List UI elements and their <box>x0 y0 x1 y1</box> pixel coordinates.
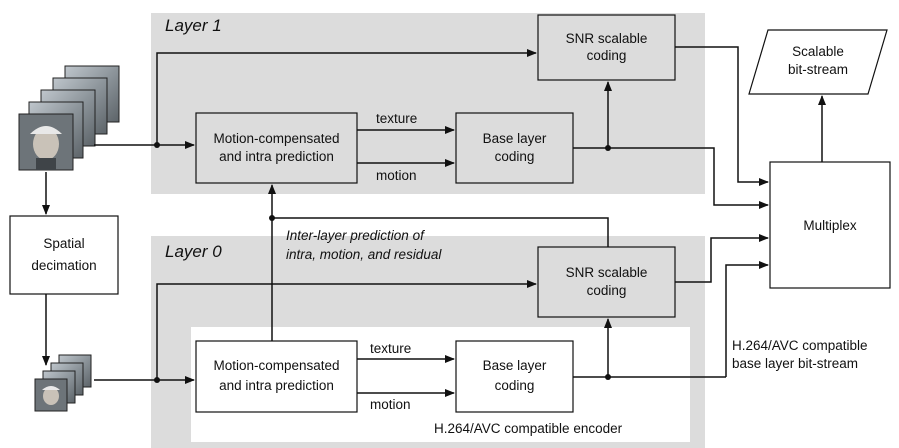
base0-label-line1: Base layer <box>482 358 547 373</box>
spatial-label-line2: decimation <box>31 258 97 273</box>
mcp1-label-line1: Motion-compensated <box>213 131 340 146</box>
h264-encoder-label: H.264/AVC compatible encoder <box>434 421 623 436</box>
snr1-label-line1: SNR scalable <box>565 31 648 46</box>
snr0-box <box>537 246 676 318</box>
snr1-box <box>537 14 676 81</box>
base0-label-line2: coding <box>494 378 535 393</box>
mcp1-label-line2: and intra prediction <box>219 149 334 164</box>
base1-box <box>455 112 574 184</box>
interlayer-label-line2: intra, motion, and residual <box>286 247 442 262</box>
bitstream-label-line2: bit-stream <box>787 62 848 77</box>
h264-stream-label-line1: H.264/AVC compatible <box>732 338 868 353</box>
motion0-label: motion <box>370 397 411 412</box>
texture1-label: texture <box>376 111 418 126</box>
texture0-label: texture <box>370 341 412 356</box>
multiplex-box <box>769 161 891 289</box>
base1-label-line1: Base layer <box>482 131 547 146</box>
motion1-label: motion <box>376 168 417 183</box>
spatial-label-line1: Spatial <box>43 236 85 251</box>
snr0-label-line1: SNR scalable <box>565 265 648 280</box>
mcp0-label-line2: and intra prediction <box>219 378 334 393</box>
interlayer-label-line1: Inter-layer prediction of <box>286 228 424 243</box>
snr0-label-line2: coding <box>586 283 627 298</box>
base0-box <box>455 340 574 413</box>
bitstream-shape <box>748 29 888 95</box>
base1-label-line2: coding <box>494 149 535 164</box>
video-frames-small-icon <box>34 354 92 412</box>
bitstream-label-line1: Scalable <box>792 44 844 59</box>
layer1-title: Layer 1 <box>165 16 222 35</box>
mcp0-box <box>195 340 358 413</box>
spatial-box <box>9 215 119 295</box>
snr1-label-line2: coding <box>586 48 627 63</box>
video-frames-icon <box>18 65 120 171</box>
h264-stream-label-line2: base layer bit-stream <box>732 356 859 371</box>
mcp0-label-line1: Motion-compensated <box>213 358 340 373</box>
multiplex-label: Multiplex <box>803 218 857 233</box>
mcp1-box <box>195 112 358 184</box>
layer0-title: Layer 0 <box>165 242 222 261</box>
